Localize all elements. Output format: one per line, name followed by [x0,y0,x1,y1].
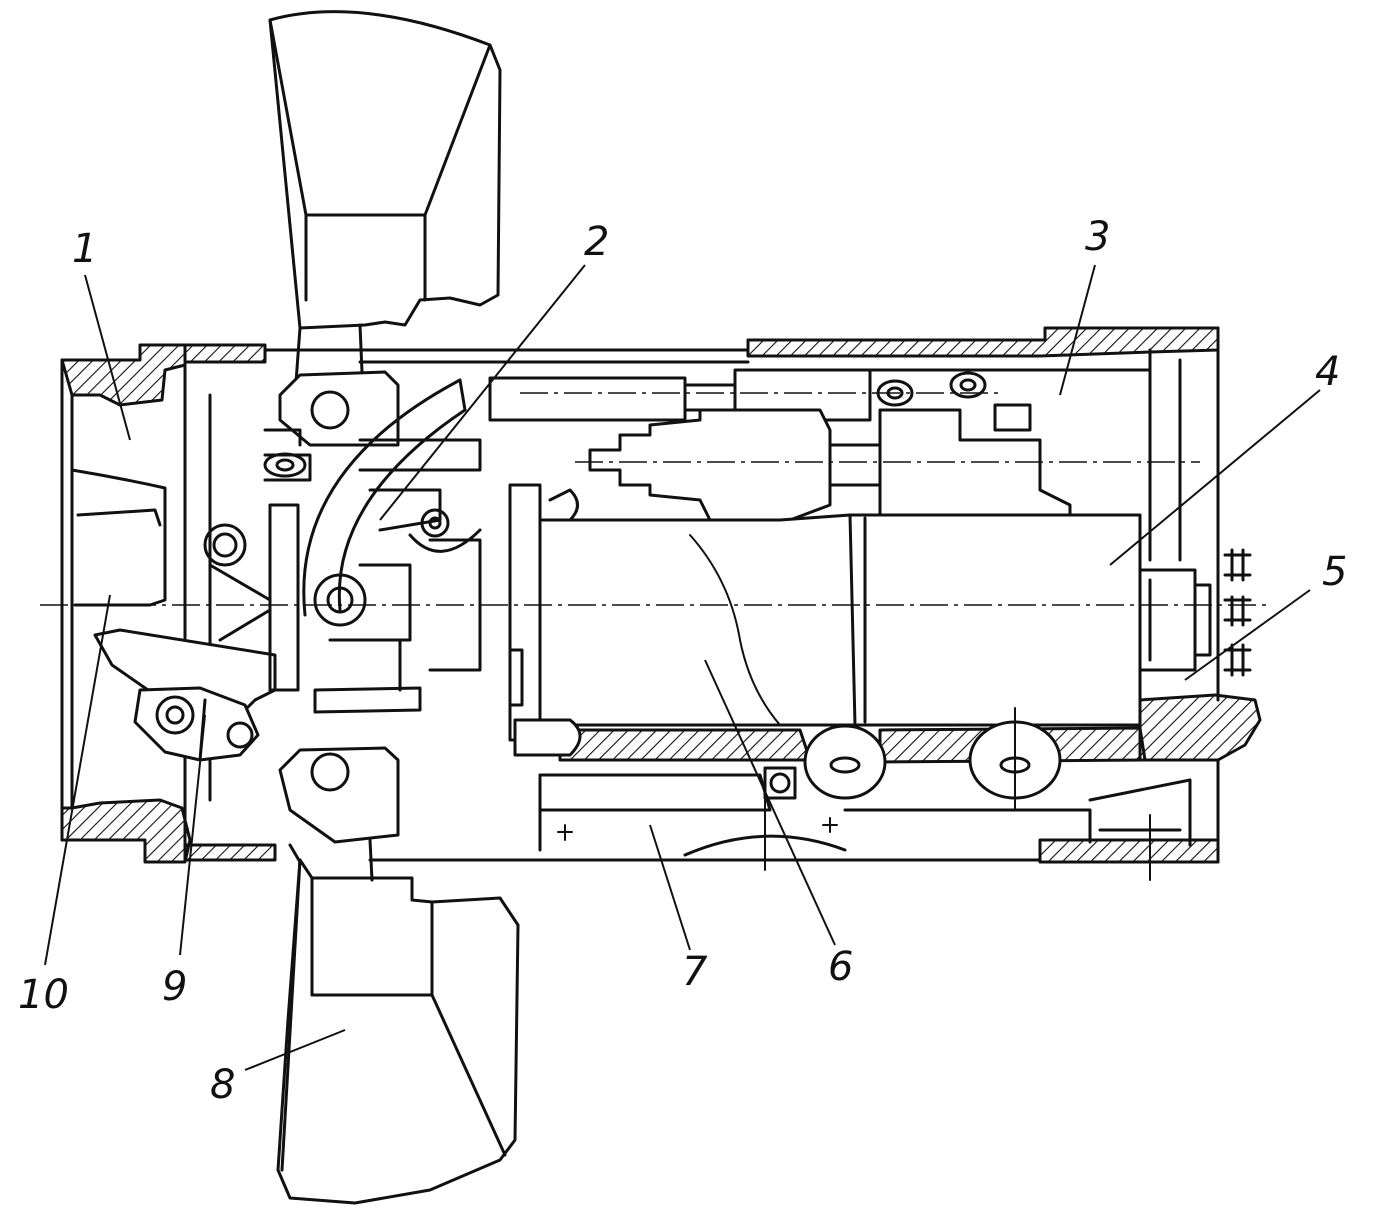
lower-hub [278,638,422,844]
lower-blade-8 [276,838,520,1205]
center-lines [40,392,1270,606]
callout-numbers: 1 2 3 4 5 6 7 8 9 10 [18,214,1347,1108]
callout-9: 9 [162,964,187,1010]
callout-10: 10 [18,972,69,1018]
callout-6: 6 [828,944,853,990]
callout-8: 8 [210,1062,235,1108]
upper-hub [263,370,400,482]
housing-body [60,326,1220,864]
curved-tube-2 [302,378,482,672]
left-end-cap-1 [70,468,167,607]
callout-5: 5 [1322,549,1347,595]
callout-2: 2 [584,219,609,265]
upper-blade [268,10,502,384]
end-terminals-5 [1138,548,1262,762]
leader-lines [44,264,1321,1071]
left-pin [203,503,300,692]
motor-4 [508,483,1212,742]
latch-lever-9 [93,628,277,762]
callout-3: 3 [1085,214,1110,260]
callout-4: 4 [1315,349,1340,395]
callout-7: 7 [682,949,708,995]
lower-shoe-6-7 [513,707,1192,881]
callout-1: 1 [72,226,97,272]
